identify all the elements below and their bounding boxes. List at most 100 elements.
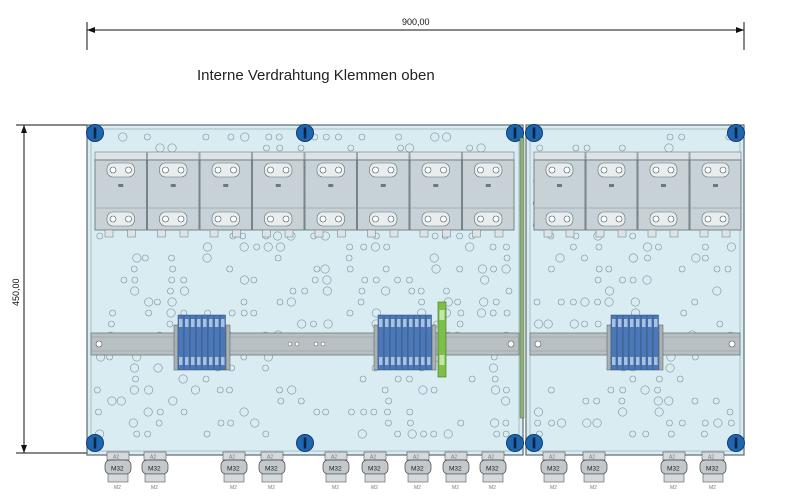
- gland-marker: A2: [708, 455, 714, 461]
- terminal-block: [652, 314, 659, 371]
- enclosure-left: [86, 124, 524, 456]
- gland-sublabel: M2: [114, 485, 121, 491]
- corner-screw: [296, 124, 314, 142]
- gland-sublabel: M2: [452, 485, 459, 491]
- gland-size-label: M32: [265, 466, 278, 473]
- enclosure-inner-frame: [529, 128, 741, 452]
- gland-sublabel: M2: [151, 485, 158, 491]
- circuit-breaker: [94, 151, 147, 238]
- circuit-breaker: [147, 151, 200, 238]
- circuit-breaker: [409, 151, 462, 238]
- circuit-breaker: [637, 151, 690, 238]
- terminal-block: [195, 314, 202, 371]
- circuit-breaker: [533, 151, 586, 238]
- drawing-title: Interne Verdrahtung Klemmen oben: [197, 67, 435, 84]
- gland-size-label: M32: [449, 466, 462, 473]
- gland-sublabel: M2: [590, 485, 597, 491]
- circuit-breaker: [585, 151, 638, 238]
- gland-sublabel: M2: [414, 485, 421, 491]
- end-clamp: [373, 324, 379, 371]
- gland-size-label: M32: [667, 466, 680, 473]
- gland-sublabel: M2: [230, 485, 237, 491]
- corner-screw: [296, 434, 314, 452]
- gland-size-label: M32: [329, 466, 342, 473]
- gland-marker: A2: [267, 455, 273, 461]
- terminal-block: [413, 314, 420, 371]
- circuit-breaker: [357, 151, 410, 238]
- terminal-block: [419, 314, 426, 371]
- width-label: 900,00: [402, 17, 430, 27]
- gland-size-label: M32: [227, 466, 240, 473]
- terminal-block: [425, 314, 432, 371]
- circuit-breaker: [689, 151, 742, 238]
- gland-sublabel: M2: [550, 485, 557, 491]
- circuit-breaker: [462, 151, 515, 238]
- gland-size-label: M32: [111, 466, 124, 473]
- gland-sublabel: M2: [670, 485, 677, 491]
- corner-screw: [727, 434, 745, 452]
- circuit-breaker: [304, 151, 357, 238]
- end-clamp: [225, 324, 231, 371]
- din-rail: [90, 332, 520, 356]
- corner-screw: [727, 124, 745, 142]
- terminal-block: [407, 314, 414, 371]
- gland-marker: A2: [413, 455, 419, 461]
- terminal-block: [395, 314, 402, 371]
- enclosure-layer: [86, 124, 745, 456]
- gland-marker: A2: [370, 455, 376, 461]
- corner-screw: [525, 124, 543, 142]
- terminal-block: [177, 314, 184, 371]
- gland-size-label: M32: [706, 466, 719, 473]
- gland-sublabel: M2: [371, 485, 378, 491]
- terminal-block: [640, 314, 647, 371]
- gland-marker: A2: [113, 455, 119, 461]
- gland-sublabel: M2: [709, 485, 716, 491]
- terminal-block: [616, 314, 623, 371]
- terminal-block: [610, 314, 617, 371]
- circuit-breaker: [199, 151, 252, 238]
- gland-size-label: M32: [148, 466, 161, 473]
- gland-size-label: M32: [368, 466, 381, 473]
- height-label: 450,00: [11, 278, 21, 306]
- terminal-block-group: [373, 301, 447, 378]
- enclosure-joint: [519, 137, 525, 419]
- circuit-breaker: [252, 151, 305, 238]
- terminal-block: [207, 314, 214, 371]
- terminal-block-group: [606, 314, 664, 371]
- corner-screw: [86, 124, 104, 142]
- gland-marker: A2: [331, 455, 337, 461]
- corner-screw: [525, 434, 543, 452]
- gland-size-label: M32: [587, 466, 600, 473]
- terminal-block: [183, 314, 190, 371]
- gland-sublabel: M2: [489, 485, 496, 491]
- end-clamp: [606, 324, 612, 371]
- cable-gland-layer: A2M32M2A2M32M2A2M32M2A2M32M2A2M32M2A2M32…: [104, 451, 727, 491]
- gland-marker: A2: [150, 455, 156, 461]
- gland-sublabel: M2: [268, 485, 275, 491]
- gland-marker: A2: [229, 455, 235, 461]
- terminal-block: [646, 314, 653, 371]
- terminal-block: [383, 314, 390, 371]
- gland-sublabel: M2: [332, 485, 339, 491]
- gland-marker: A2: [589, 455, 595, 461]
- terminal-block: [219, 314, 226, 371]
- terminal-block: [213, 314, 220, 371]
- gland-marker: A2: [549, 455, 555, 461]
- gland-size-label: M32: [486, 466, 499, 473]
- terminal-block-group: [173, 314, 231, 371]
- end-clamp: [173, 324, 179, 371]
